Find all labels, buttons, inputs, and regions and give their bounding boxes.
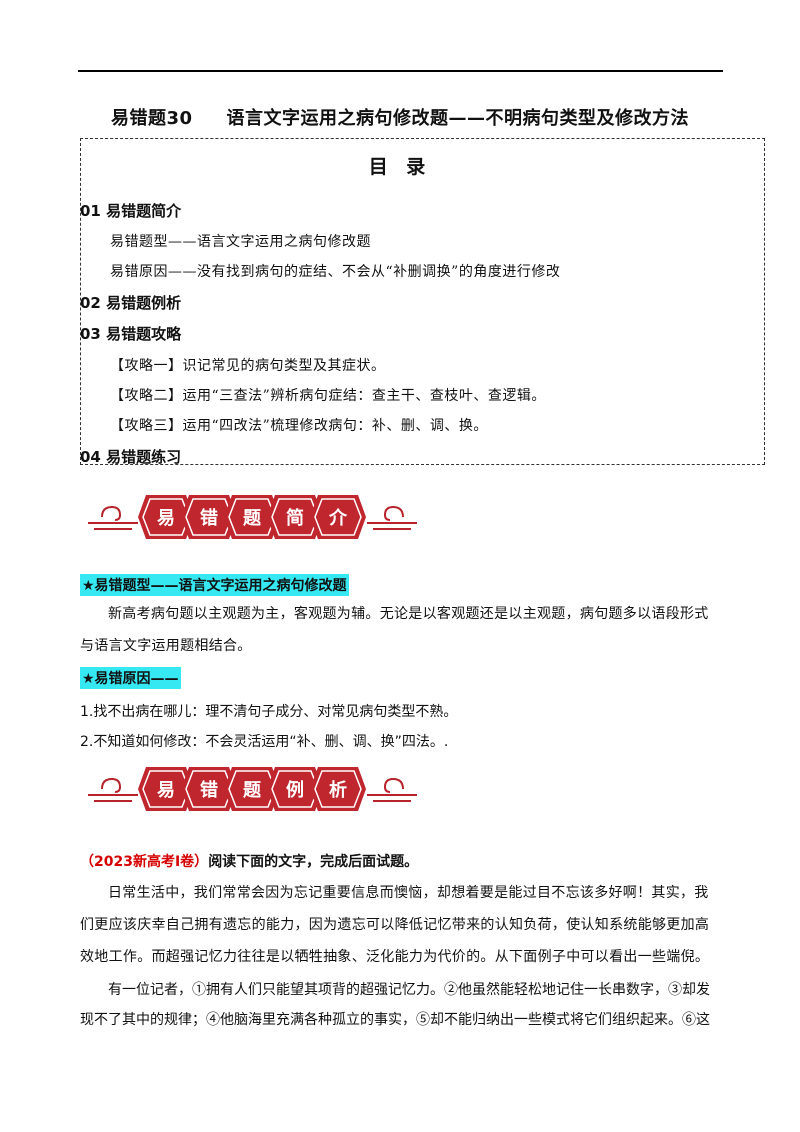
error-type-text: 新高考病句题以主观题为主，客观题为辅。无论是以客观题还是以主观题，病句题多以语段… bbox=[80, 606, 709, 654]
title-prefix: 易错题30 bbox=[110, 108, 193, 129]
example-source: （2023新高考Ⅰ卷） bbox=[80, 854, 209, 870]
header-rule bbox=[78, 70, 723, 72]
toc-section-1[interactable]: 01 易错题简介 bbox=[80, 202, 182, 220]
toc-section-2[interactable]: 02 易错题例析 bbox=[80, 294, 182, 312]
banner-tiles: 易 错 题 简 介 bbox=[138, 495, 366, 539]
banner-left-ornament bbox=[88, 505, 138, 530]
example-instruction: 阅读下面的文字，完成后面试题。 bbox=[208, 854, 419, 870]
banner2-char-2: 题 bbox=[243, 780, 262, 801]
example-paragraph-1: 日常生活中，我们常常会因为忘记重要信息而懊恼，却想着要是能过目不忘该多好啊！其实… bbox=[80, 885, 710, 965]
banner1-char-1: 错 bbox=[200, 507, 218, 529]
example-paragraph-2-line-1: 有一位记者，①拥有人们只能望其项背的超强记忆力。②他虽然能轻松地记住一长串数字，… bbox=[108, 982, 710, 998]
toc-box bbox=[80, 138, 765, 465]
toc-item-3b[interactable]: 【攻略二】运用“三查法”辨析病句症结：查主干、查枝叶、查逻辑。 bbox=[110, 388, 546, 404]
banner2-char-4: 析 bbox=[329, 779, 347, 801]
banner1-char-3: 简 bbox=[286, 507, 304, 529]
banner-tiles: 易 错 题 例 析 bbox=[138, 767, 366, 811]
section-banner-example: 易 错 题 例 析 bbox=[88, 767, 417, 811]
error-reason-label: ★易错原因—— bbox=[80, 667, 181, 689]
error-reason-1: 1.找不出病在哪儿：理不清句子成分、对常见病句类型不熟。 bbox=[80, 704, 458, 720]
document-title: 易错题30 语言文字运用之病句修改题——不明病句类型及修改方法 bbox=[0, 104, 800, 130]
banner1-char-2: 题 bbox=[243, 508, 262, 529]
banner-left-ornament bbox=[88, 777, 138, 802]
banner2-char-3: 例 bbox=[286, 779, 304, 801]
error-reason-2: 2.不知道如何修改：不会灵活运用“补、删、调、换”四法。. bbox=[80, 734, 449, 750]
example-paragraph-2-line-2: 现不了其中的规律；④他脑海里充满各种孤立的事实，⑤却不能归纳出一些模式将它们组织… bbox=[80, 1012, 710, 1028]
toc-item-1a[interactable]: 易错题型——语言文字运用之病句修改题 bbox=[110, 234, 371, 250]
banner2-char-0: 易 bbox=[157, 780, 175, 801]
banner1-char-0: 易 bbox=[157, 508, 175, 529]
section-banner-intro: 易 错 题 简 介 bbox=[88, 495, 417, 539]
toc-item-3c[interactable]: 【攻略三】运用“四改法”梳理修改病句：补、删、调、换。 bbox=[110, 418, 488, 434]
toc-item-3a[interactable]: 【攻略一】识记常见的病句类型及其症状。 bbox=[110, 358, 386, 374]
toc-heading: 目 录 bbox=[368, 156, 432, 178]
toc-item-1b[interactable]: 易错原因——没有找到病句的症结、不会从“补删调换”的角度进行修改 bbox=[110, 264, 561, 280]
error-type-label: ★易错题型——语言文字运用之病句修改题 bbox=[80, 574, 349, 596]
banner2-char-1: 错 bbox=[200, 779, 218, 801]
banner-right-ornament bbox=[367, 777, 417, 802]
example-header: （2023新高考Ⅰ卷）阅读下面的文字，完成后面试题。 bbox=[80, 851, 418, 871]
banner1-char-4: 介 bbox=[328, 507, 348, 529]
title-main: 语言文字运用之病句修改题——不明病句类型及修改方法 bbox=[226, 108, 690, 129]
toc-section-4[interactable]: 04 易错题练习 bbox=[80, 448, 182, 466]
toc-section-3[interactable]: 03 易错题攻略 bbox=[80, 325, 182, 343]
banner-right-ornament bbox=[367, 505, 417, 530]
